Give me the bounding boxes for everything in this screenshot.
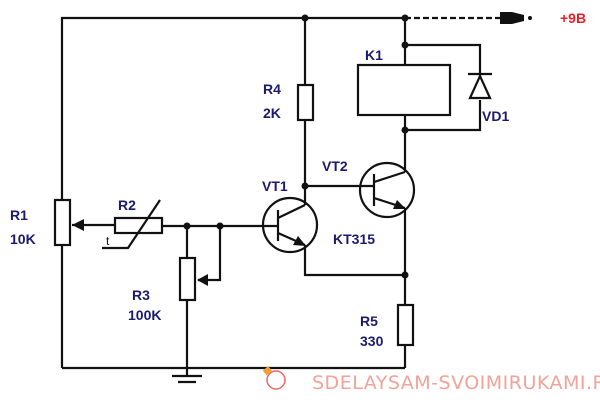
ground-icon (172, 374, 202, 384)
r3-value: 100K (128, 307, 161, 323)
r5-label: R5 (360, 313, 378, 329)
k1-label: K1 (365, 47, 383, 63)
r3-label: R3 (132, 287, 150, 303)
thermistor-r2 (102, 199, 164, 250)
relay-k1 (356, 63, 452, 117)
junction-dots (183, 14, 409, 279)
resistor-r1 (53, 198, 84, 247)
r4-label: R4 (263, 81, 281, 97)
resistor-r3 (178, 256, 208, 302)
watermark-text: SDELAYSAM-SVOIMIRUKAMI.RU (312, 372, 600, 394)
transistor-vt2 (358, 161, 416, 219)
transistor-vt1 (261, 196, 319, 254)
watermark-bulb-icon (262, 366, 286, 390)
r1-label: R1 (10, 207, 28, 223)
power-label: +9B (560, 10, 586, 26)
r5-value: 330 (360, 333, 384, 349)
r4-value: 2K (263, 105, 281, 121)
power-terminal-icon (500, 12, 532, 24)
vt1-label: VT1 (262, 178, 288, 194)
diode-vd1 (468, 70, 492, 100)
transistor-type-label: KT315 (333, 231, 375, 247)
r2-label: R2 (118, 197, 136, 213)
resistor-r4 (296, 83, 315, 122)
r2-temp-label: t (106, 234, 110, 248)
resistor-r5 (396, 303, 415, 347)
vt2-label: VT2 (322, 158, 348, 174)
vd1-label: VD1 (482, 108, 509, 124)
r1-value: 10K (10, 231, 36, 247)
